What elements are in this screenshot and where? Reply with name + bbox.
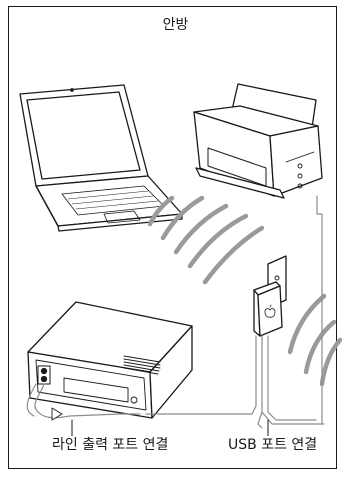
usb-port-label: USB 포트 연결	[226, 436, 319, 454]
stereo-receiver-icon	[28, 302, 192, 418]
printer-icon	[194, 84, 322, 198]
room-label: 안방	[0, 16, 347, 34]
line-out-port-label: 라인 출력 포트 연결	[50, 436, 170, 454]
airport-express-icon	[254, 256, 286, 336]
